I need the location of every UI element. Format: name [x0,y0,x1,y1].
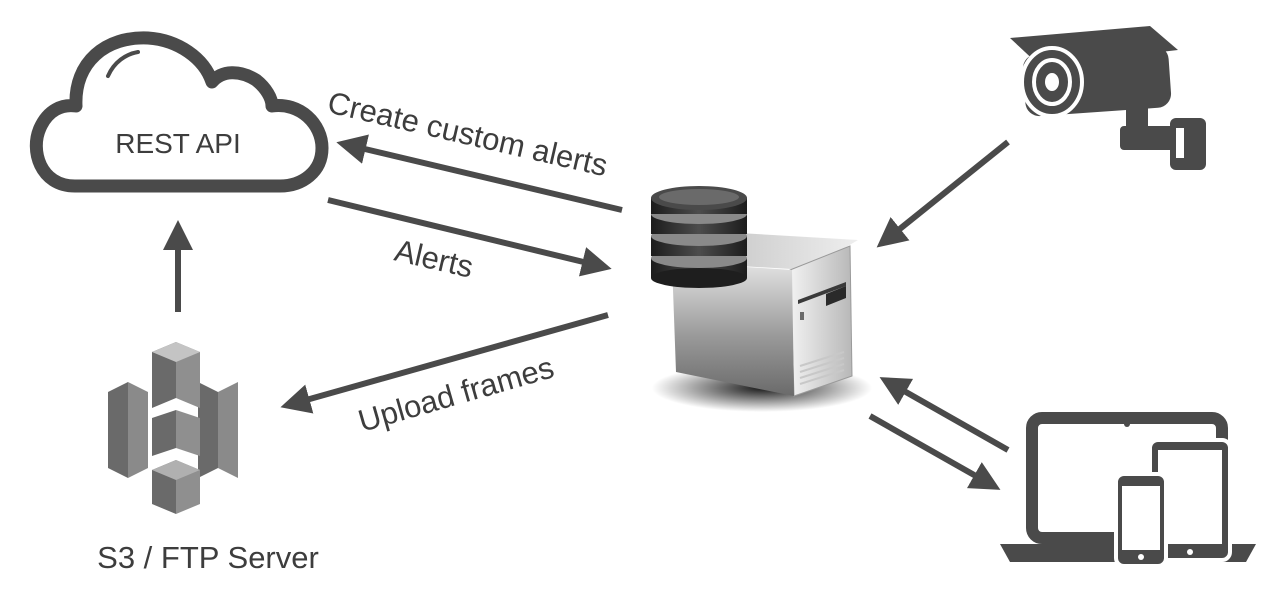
security-camera-icon [1010,26,1206,170]
arrow-camera-to-server [876,139,1010,248]
cloud-icon [29,31,329,193]
database-server-icon [651,186,872,412]
storage-label: S3 / FTP Server [97,540,319,575]
server-node [651,186,872,412]
arrow-alerts [327,197,612,277]
arrow-upload-frames [280,312,609,414]
arrow-create-alerts [336,134,623,213]
s3-bucket-icon [108,342,238,514]
upload-frames-label: Upload frames [354,350,557,439]
rest-api-node: REST API [29,31,329,193]
laptop-tablet-phone-icon [1000,412,1256,568]
arrow-devices-to-server [879,377,1010,453]
s3-storage-node: S3 / FTP Server [97,342,319,575]
alerts-label: Alerts [391,233,476,285]
arrow-server-to-devices [868,413,1001,490]
cloud-highlight [106,50,140,78]
devices-node [1000,412,1256,568]
rest-api-label: REST API [115,128,241,159]
camera-node [1010,26,1206,170]
create-alerts-label: Create custom alerts [324,85,611,183]
